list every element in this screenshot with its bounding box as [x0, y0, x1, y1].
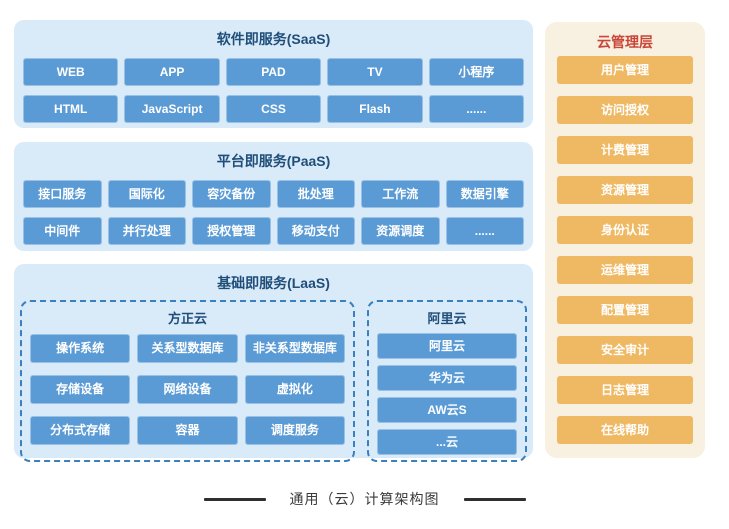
diagram-caption: 通用（云）计算架构图	[0, 489, 729, 509]
saas-layer-title: 软件即服务(SaaS)	[216, 31, 331, 47]
management-layer-title: 云管理层	[597, 34, 653, 50]
ali-block: 华为云	[377, 365, 517, 391]
saas-block: 小程序	[428, 58, 525, 86]
management-block: 计费管理	[557, 136, 693, 164]
ali-cloud-group: 阿里云 阿里云 华为云 AW云S ...云	[367, 300, 527, 462]
management-block: 配置管理	[557, 296, 693, 324]
management-block: 资源管理	[557, 176, 693, 204]
founder-block: 存储设备	[30, 375, 131, 404]
iaas-groups: 方正云 操作系统 关系型数据库 非关系型数据库 存储设备 网络设备 虚拟化 分布…	[14, 300, 533, 462]
founder-row: 存储设备 网络设备 虚拟化	[30, 375, 345, 404]
paas-block: 移动支付	[276, 217, 355, 245]
saas-block: CSS	[225, 95, 322, 123]
ali-block: 阿里云	[377, 333, 517, 359]
founder-block: 网络设备	[137, 375, 238, 404]
founder-block: 容器	[137, 416, 238, 445]
management-layer-panel: 云管理层 用户管理 访问授权 计费管理 资源管理 身份认证 运维管理 配置管理 …	[545, 22, 705, 458]
iaas-layer-title: 基础即服务(LaaS)	[217, 275, 330, 291]
saas-layer-panel: 软件即服务(SaaS) WEB APP PAD TV 小程序 HTML Java…	[14, 20, 533, 128]
ali-block: ...云	[377, 429, 517, 455]
founder-cloud-group: 方正云 操作系统 关系型数据库 非关系型数据库 存储设备 网络设备 虚拟化 分布…	[20, 300, 355, 462]
management-block: 运维管理	[557, 256, 693, 284]
saas-block: Flash	[327, 95, 423, 123]
paas-block: 中间件	[23, 217, 102, 245]
saas-block: APP	[124, 58, 220, 86]
saas-block: PAD	[225, 58, 322, 86]
paas-block: 并行处理	[107, 217, 186, 245]
iaas-layer-panel: 基础即服务(LaaS) 方正云 操作系统 关系型数据库 非关系型数据库 存储设备…	[14, 264, 533, 462]
management-items: 用户管理 访问授权 计费管理 资源管理 身份认证 运维管理 配置管理 安全审计 …	[545, 50, 705, 444]
paas-block: 国际化	[107, 180, 186, 208]
management-block: 日志管理	[557, 376, 693, 404]
caption-right-rule	[463, 497, 526, 501]
paas-block: 批处理	[276, 180, 355, 208]
paas-layer-title: 平台即服务(PaaS)	[216, 153, 331, 169]
founder-block: 非关系型数据库	[244, 334, 345, 363]
management-block: 身份认证	[557, 216, 693, 244]
caption-left-rule	[203, 497, 266, 501]
founder-row: 分布式存储 容器 调度服务	[30, 416, 345, 445]
paas-block: 数据引擎	[445, 180, 524, 208]
paas-block: 授权管理	[192, 217, 271, 245]
management-block: 访问授权	[557, 96, 693, 124]
founder-block: 关系型数据库	[137, 334, 238, 363]
saas-block: JavaScript	[124, 95, 220, 123]
founder-row: 操作系统 关系型数据库 非关系型数据库	[30, 334, 345, 363]
saas-block: WEB	[23, 58, 119, 86]
management-block: 安全审计	[557, 336, 693, 364]
paas-row: 中间件 并行处理 授权管理 移动支付 资源调度 ......	[14, 217, 533, 245]
founder-block: 操作系统	[30, 334, 131, 363]
saas-row: WEB APP PAD TV 小程序	[14, 58, 533, 86]
management-block: 用户管理	[557, 56, 693, 84]
saas-block: TV	[327, 58, 423, 86]
saas-block: ......	[428, 95, 525, 123]
paas-block: 接口服务	[23, 180, 102, 208]
paas-block: ......	[445, 217, 524, 245]
paas-block: 资源调度	[361, 217, 440, 245]
founder-block: 分布式存储	[30, 416, 131, 445]
paas-layer-panel: 平台即服务(PaaS) 接口服务 国际化 容灾备份 批处理 工作流 数据引擎 中…	[14, 142, 533, 251]
founder-block: 调度服务	[244, 416, 345, 445]
founder-block: 虚拟化	[244, 375, 345, 404]
management-block: 在线帮助	[557, 416, 693, 444]
ali-block: AW云S	[377, 397, 517, 423]
caption-text: 通用（云）计算架构图	[289, 491, 440, 507]
saas-row: HTML JavaScript CSS Flash ......	[14, 95, 533, 123]
founder-cloud-title: 方正云	[167, 311, 207, 326]
paas-block: 工作流	[361, 180, 440, 208]
ali-cloud-title: 阿里云	[427, 311, 467, 326]
paas-block: 容灾备份	[192, 180, 271, 208]
paas-row: 接口服务 国际化 容灾备份 批处理 工作流 数据引擎	[14, 180, 533, 208]
saas-block: HTML	[23, 95, 119, 123]
